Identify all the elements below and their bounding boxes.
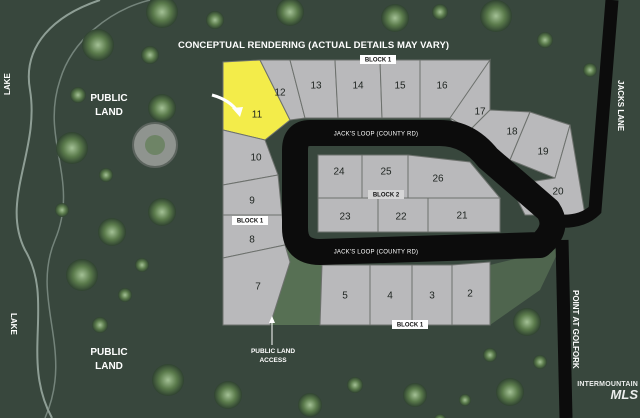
watermark-line2: MLS [610, 387, 638, 402]
tree-icon [276, 0, 304, 26]
lot-label: 23 [339, 212, 351, 223]
tree-icon [141, 46, 159, 64]
lake-label-bottom: LAKE [9, 313, 18, 335]
lot-label: 14 [352, 81, 364, 92]
roads [282, 0, 619, 418]
caption: CONCEPTUAL RENDERING (ACTUAL DETAILS MAY… [178, 40, 450, 51]
lot-label: 3 [429, 291, 435, 302]
jacks-loop-road [282, 120, 566, 265]
lots [222, 58, 586, 326]
lot-2[interactable] [451, 261, 491, 326]
watermark: INTERMOUNTAIN MLS [566, 381, 638, 402]
lot-label: 16 [436, 81, 448, 92]
lake-label-top: LAKE [3, 73, 12, 95]
tree-icon [214, 381, 242, 409]
lot-label: 17 [474, 107, 486, 118]
tree-icon [55, 203, 69, 217]
lot-labels: 11 12 13 14 15 16 17 18 19 20 10 9 8 7 5… [249, 81, 564, 302]
lot-label: 15 [394, 81, 406, 92]
block-tag-top: BLOCK 1 [365, 58, 392, 64]
public-land-access-label: PUBLIC LAND ACCESS [250, 348, 296, 364]
tree-icon [537, 32, 553, 48]
tree-icon [298, 393, 322, 417]
point-at-golfork-road [555, 239, 573, 418]
jacks-lane-label: JACKS LANE [616, 80, 625, 132]
tree-icon [82, 29, 114, 61]
tree-icon [583, 63, 597, 77]
tree-icon [483, 348, 497, 362]
lot-label: 5 [342, 291, 348, 302]
road-label-bottom: JACK'S LOOP (COUNTY RD) [334, 250, 419, 256]
tree-icon [480, 0, 512, 32]
tree-icon [496, 378, 524, 406]
road-label-top: JACK'S LOOP (COUNTY RD) [334, 132, 419, 138]
tree-icon [347, 377, 363, 393]
tree-icon [432, 4, 448, 20]
tree-icon [118, 288, 132, 302]
lot-label: 8 [249, 235, 255, 246]
lot-label: 9 [249, 196, 255, 207]
point-at-golfork-label: POINT AT GOLFORK [571, 290, 580, 369]
lot-label: 18 [506, 127, 518, 138]
lot-11[interactable] [222, 59, 291, 141]
trees [55, 0, 597, 418]
tree-icon [434, 414, 446, 418]
lot-21[interactable] [427, 197, 501, 233]
lot-label: 13 [310, 81, 322, 92]
tree-icon [92, 317, 108, 333]
block-tags: BLOCK 1 BLOCK 1 BLOCK 2 BLOCK 1 [232, 55, 428, 329]
tree-icon [152, 364, 184, 396]
lot-label: 7 [255, 282, 261, 293]
lot-label: 12 [274, 88, 286, 99]
lot-label: 24 [333, 167, 345, 178]
lot-label: 4 [387, 291, 393, 302]
tree-icon [206, 11, 224, 29]
lot-label: 21 [456, 211, 468, 222]
tree-icon [459, 394, 471, 406]
lot-label: 22 [395, 212, 407, 223]
arrowhead-icon [232, 107, 243, 117]
lot-label: 26 [432, 174, 444, 185]
tree-icon [403, 383, 427, 407]
block-tag-center: BLOCK 2 [373, 193, 400, 199]
lot-label: 2 [467, 289, 473, 300]
tree-icon [381, 4, 409, 32]
lot-7[interactable] [222, 244, 291, 326]
tree-icon [98, 218, 126, 246]
lot-label: 10 [250, 153, 262, 164]
lot-label: 19 [537, 147, 549, 158]
lot-label: 20 [552, 187, 564, 198]
watermark-line1: INTERMOUNTAIN [577, 381, 638, 388]
tree-icon [533, 355, 547, 369]
jacks-lane-road [546, 0, 619, 228]
block-tag-left: BLOCK 1 [237, 219, 264, 225]
tree-icon [148, 198, 176, 226]
lot-label: 25 [380, 167, 392, 178]
public-land-label-top: PUBLIC LAND [90, 93, 128, 118]
tree-icon [99, 168, 113, 182]
lake-shoreline [15, 0, 101, 418]
public-land-label-bottom: PUBLIC LAND [90, 347, 128, 372]
tree-icon [146, 0, 178, 28]
open-space-parcel [490, 248, 560, 325]
tree-icon [135, 258, 149, 272]
tree-icon [70, 87, 86, 103]
lot-label: 11 [252, 110, 263, 121]
tree-icon [513, 308, 541, 336]
block-tag-bottom: BLOCK 1 [397, 323, 424, 329]
tree-icon [66, 259, 98, 291]
tree-icon [56, 132, 88, 164]
tree-icon [148, 94, 176, 122]
